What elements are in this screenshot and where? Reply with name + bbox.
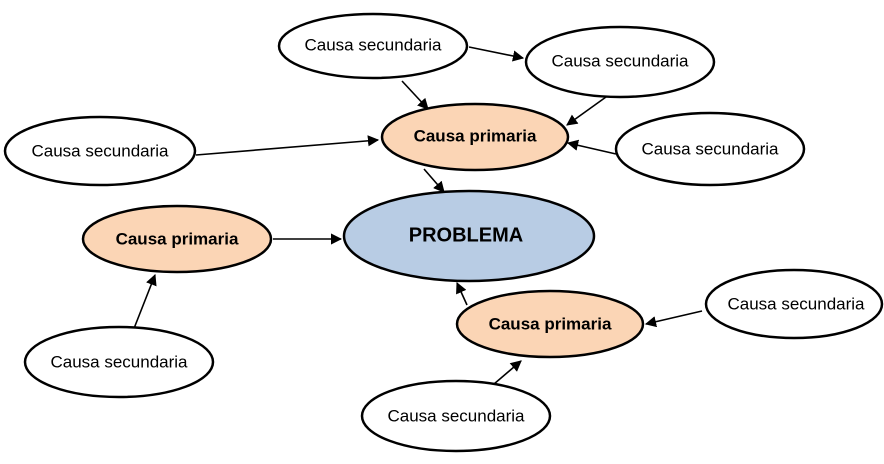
problem-node: PROBLEMA	[342, 189, 596, 283]
secondary-cause-label: Causa secundaria	[304, 35, 442, 54]
secondary-cause-node: Causa secundaria	[614, 111, 806, 187]
secondary-cause-label: Causa secundaria	[727, 294, 865, 313]
edges	[132, 46, 703, 385]
primary-cause-ellipse	[380, 102, 570, 172]
primary-cause-ellipse	[81, 204, 273, 274]
secondary-cause-ellipse	[360, 379, 552, 453]
arrow-sec-bottom-left-to-primary-left	[132, 273, 157, 332]
secondary-cause-node: Causa secundaria	[3, 115, 197, 187]
secondary-cause-ellipse	[23, 325, 215, 399]
secondary-cause-ellipse	[3, 115, 197, 187]
secondary-cause-ellipse	[614, 111, 806, 187]
secondary-cause-label: Causa secundaria	[551, 51, 689, 70]
secondary-cause-label: Causa secundaria	[387, 406, 525, 425]
primary-cause-node: Causa primaria	[455, 289, 645, 359]
secondary-cause-node: Causa secundaria	[524, 25, 716, 99]
primary-cause-label: Causa primaria	[414, 126, 537, 145]
arrow-primary-top-to-problem	[423, 168, 445, 193]
arrow-sec-bottom-to-primary-bottom	[493, 360, 522, 385]
primary-cause-node: Causa primaria	[81, 204, 273, 274]
arrow-sec-far-right-to-primary-bottom	[644, 310, 703, 328]
secondary-cause-node: Causa secundaria	[704, 268, 884, 340]
secondary-cause-ellipse	[704, 268, 884, 340]
problem-label: PROBLEMA	[409, 224, 523, 246]
secondary-cause-ellipse	[524, 25, 716, 99]
arrow-sec-top-to-sec-top-right	[468, 46, 525, 62]
primary-cause-ellipse	[455, 289, 645, 359]
problem-ellipse	[342, 189, 596, 283]
secondary-cause-node: Causa secundaria	[360, 379, 552, 453]
secondary-cause-node: Causa secundaria	[277, 12, 469, 80]
primary-cause-label: Causa primaria	[489, 314, 612, 333]
arrow-primary-bottom-to-problem	[456, 281, 468, 306]
arrow-sec-top-to-primary-top	[401, 80, 429, 110]
secondary-cause-ellipse	[277, 12, 469, 80]
secondary-cause-label: Causa secundaria	[641, 139, 779, 158]
primary-cause-node: Causa primaria	[380, 102, 570, 172]
arrow-sec-left-to-primary-top	[195, 135, 380, 156]
secondary-cause-node: Causa secundaria	[23, 325, 215, 399]
primary-cause-label: Causa primaria	[116, 229, 239, 248]
arrow-sec-top-right-to-primary-top	[566, 96, 607, 126]
secondary-cause-label: Causa secundaria	[50, 352, 188, 371]
arrow-sec-right-to-primary-top	[566, 139, 617, 155]
secondary-cause-label: Causa secundaria	[31, 141, 169, 160]
